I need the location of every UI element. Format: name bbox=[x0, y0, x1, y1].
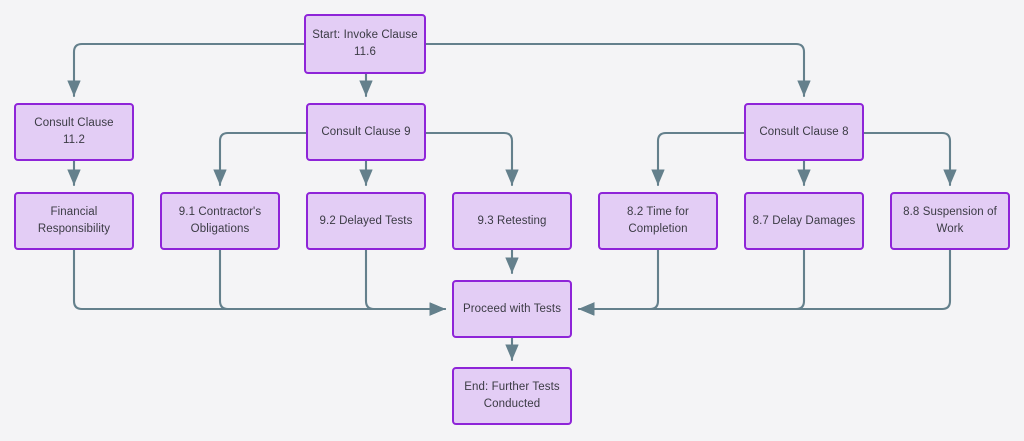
node-financial-responsibility[interactable]: Financial Responsibility bbox=[14, 192, 134, 250]
edge-start-to-clause8 bbox=[424, 42, 811, 98]
edge-n87-to-proceed bbox=[577, 248, 806, 316]
node-end-further-tests-conducted[interactable]: End: Further Tests Conducted bbox=[452, 367, 572, 425]
edge-clause9-to-n91 bbox=[213, 131, 308, 187]
edge-n82-to-proceed bbox=[577, 248, 660, 316]
node-proceed-with-tests[interactable]: Proceed with Tests bbox=[452, 280, 572, 338]
node-consult-clause-9[interactable]: Consult Clause 9 bbox=[306, 103, 426, 161]
node-8-8-suspension-of-work[interactable]: 8.8 Suspension of Work bbox=[890, 192, 1010, 250]
edge-clause9-to-n93 bbox=[424, 131, 519, 187]
edge-financial-to-proceed bbox=[72, 248, 447, 316]
node-9-2-delayed-tests[interactable]: 9.2 Delayed Tests bbox=[306, 192, 426, 250]
edge-clause8-to-n82 bbox=[651, 131, 746, 187]
node-9-3-retesting[interactable]: 9.3 Retesting bbox=[452, 192, 572, 250]
edge-n92-to-proceed bbox=[364, 248, 447, 316]
node-consult-clause-8[interactable]: Consult Clause 8 bbox=[744, 103, 864, 161]
edge-n88-to-proceed bbox=[577, 248, 952, 316]
node-8-7-delay-damages[interactable]: 8.7 Delay Damages bbox=[744, 192, 864, 250]
node-start[interactable]: Start: Invoke Clause 11.6 bbox=[304, 14, 426, 74]
node-consult-clause-11-2[interactable]: Consult Clause 11.2 bbox=[14, 103, 134, 161]
node-9-1-contractors-obligations[interactable]: 9.1 Contractor's Obligations bbox=[160, 192, 280, 250]
edge-clause8-to-n88 bbox=[862, 131, 957, 187]
edge-start-to-clause112 bbox=[67, 42, 306, 98]
edge-n91-to-proceed bbox=[218, 248, 447, 316]
node-8-2-time-for-completion[interactable]: 8.2 Time for Completion bbox=[598, 192, 718, 250]
